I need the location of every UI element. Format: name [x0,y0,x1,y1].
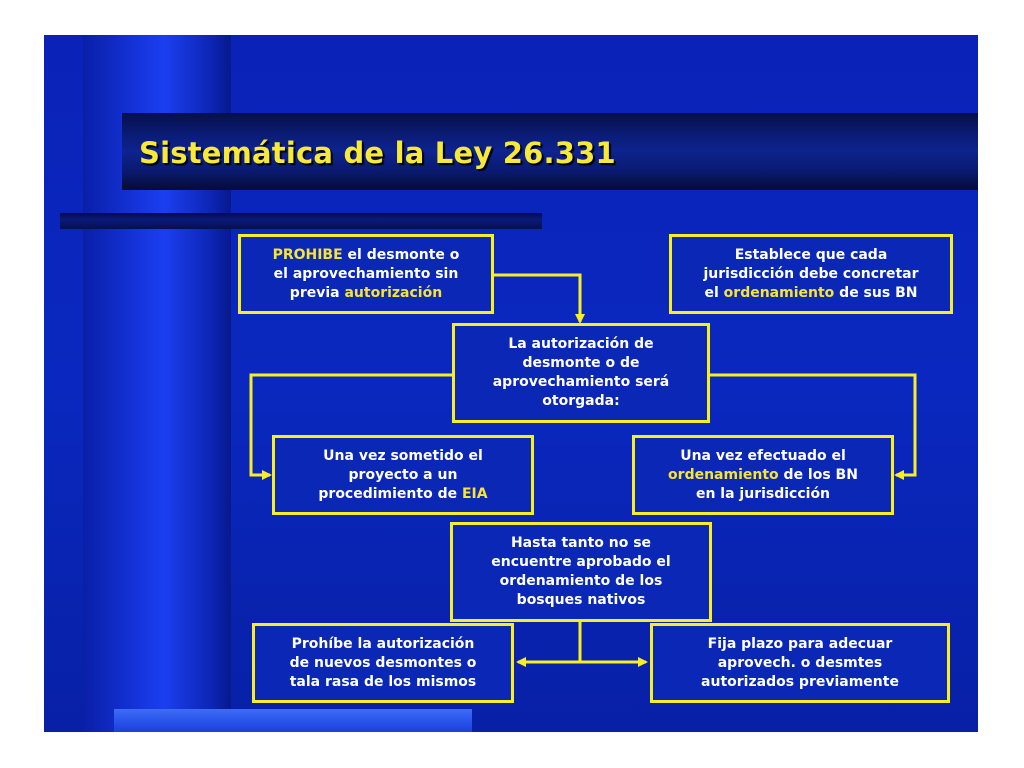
prohibe-keyword: PROHIBE [272,246,343,263]
eia-keyword: EIA [461,485,488,502]
title-bar [122,113,978,190]
arrow-autorizacion-to-sometido [249,373,452,480]
ordenamiento-keyword: ordenamiento [723,284,835,301]
box-prohibe-nuevos: Prohíbe la autorización de nuevos desmon… [252,623,514,703]
box-autorizacion: La autorización de desmonte o de aprovec… [452,323,710,423]
slide: Sistemática de la Ley 26.331 PROHIBE el … [44,35,978,732]
box-sometido: Una vez sometido el proyecto a un proced… [272,435,534,515]
box-hasta: Hasta tanto no se encuentre aprobado el … [450,522,712,622]
slide-title: Sistemática de la Ley 26.331 [139,136,616,170]
box-efectuado: Una vez efectuado el ordenamiento de los… [632,435,894,515]
box-fija: Fija plazo para adecuar aprovech. o desm… [650,623,950,703]
ordenamiento-keyword: ordenamiento [668,466,779,483]
box-prohibe: PROHIBE el desmonte o el aprovechamiento… [238,234,494,314]
title-underline-bar [60,213,542,229]
autorizacion-keyword: autorización [344,284,443,301]
bottom-decorative-bar [114,709,472,732]
arrow-autorizacion-to-efectuado [710,373,917,480]
box-establece: Establece que cada jurisdicción debe con… [669,234,953,314]
connector-lines [249,273,917,667]
arrow-prohibe-to-autorizacion [494,273,585,324]
